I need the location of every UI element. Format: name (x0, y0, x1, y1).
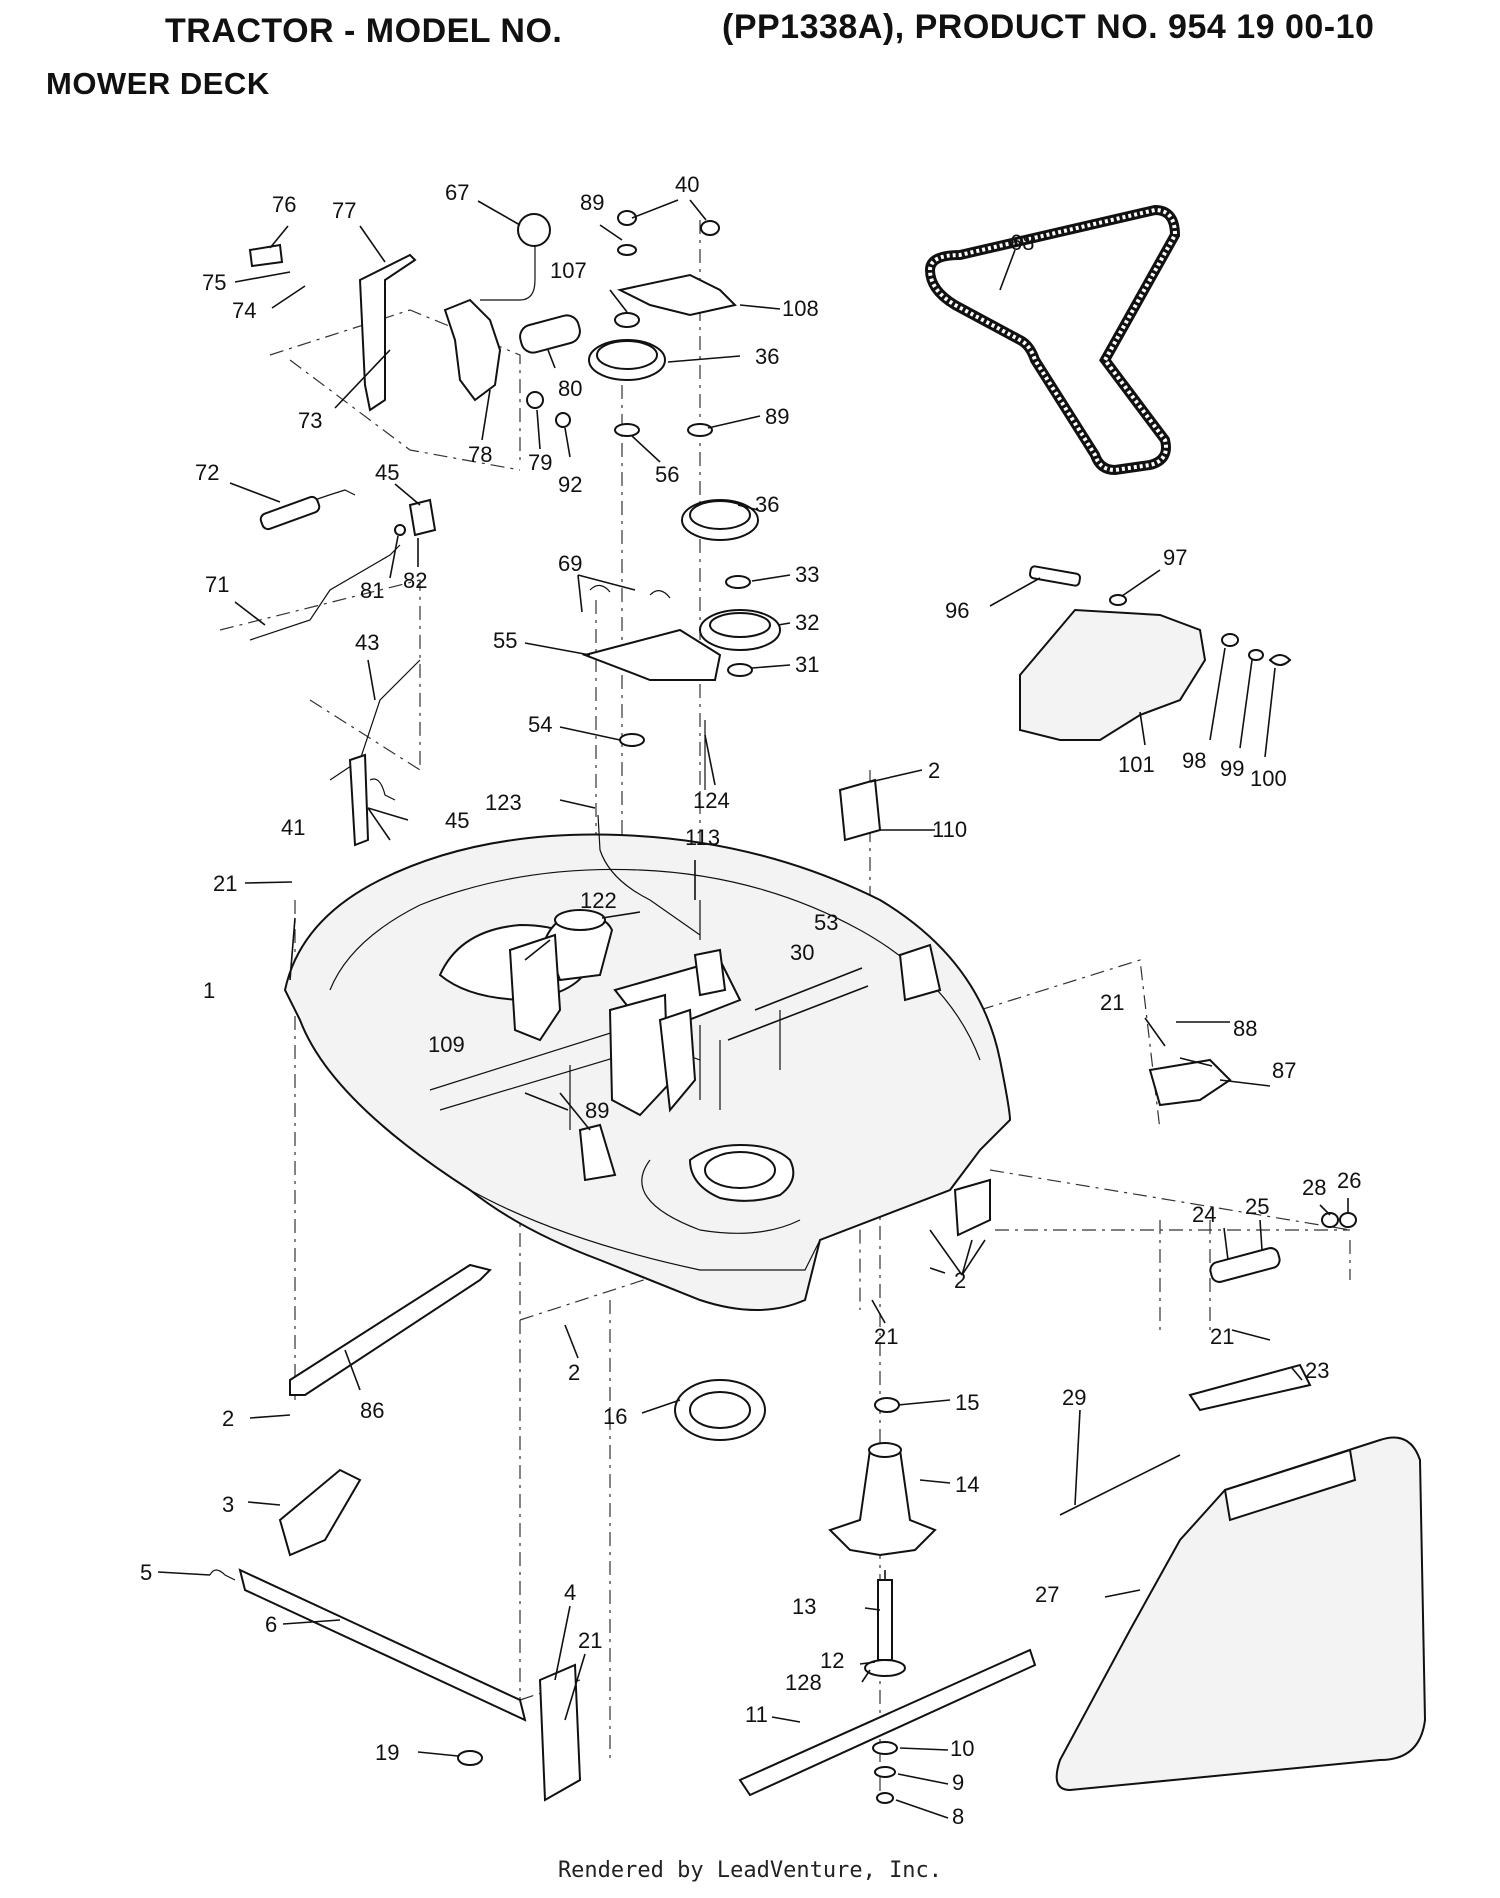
callout: 98 (1182, 748, 1206, 773)
callout: 16 (603, 1404, 627, 1429)
callout: 43 (355, 630, 379, 655)
callout: 100 (1250, 766, 1287, 791)
callout: 128 (785, 1670, 822, 1695)
discharge-parts (838, 565, 1427, 1792)
exploded-parts-diagram: 76 77 75 74 73 67 89 40 107 108 36 80 89… (140, 172, 1427, 1829)
callout: 108 (782, 296, 819, 321)
callout: 89 (585, 1098, 609, 1123)
callout: 79 (528, 450, 552, 475)
callout: 11 (745, 1702, 768, 1727)
callout: 87 (1272, 1058, 1296, 1083)
callout: 124 (693, 788, 730, 813)
callout: 72 (195, 460, 219, 485)
callout: 69 (558, 551, 582, 576)
callout: 33 (795, 562, 819, 587)
callout: 36 (755, 492, 779, 517)
callout: 123 (485, 790, 522, 815)
callout: 82 (403, 568, 427, 593)
callout: 2 (568, 1360, 580, 1385)
callout: 45 (445, 808, 469, 833)
callout: 9 (952, 1770, 964, 1795)
callout: 15 (955, 1390, 979, 1415)
callout: 73 (298, 408, 322, 433)
callout: 5 (140, 1560, 152, 1585)
callout: 81 (360, 578, 384, 603)
callout: 54 (528, 712, 552, 737)
callout: 26 (1337, 1168, 1361, 1193)
callout: 25 (1245, 1194, 1269, 1219)
callout: 55 (493, 628, 517, 653)
callout: 24 (1192, 1202, 1216, 1227)
callout: 30 (790, 940, 814, 965)
callout: 77 (332, 198, 356, 223)
callout: 71 (205, 572, 229, 597)
callout: 40 (675, 172, 699, 197)
callout: 14 (955, 1472, 979, 1497)
callout: 29 (1062, 1385, 1086, 1410)
callout: 2 (954, 1268, 966, 1293)
callout: 19 (375, 1740, 399, 1765)
callout: 21 (1210, 1324, 1234, 1349)
callout: 96 (945, 598, 969, 623)
header-title-left: TRACTOR - MODEL NO. (165, 12, 563, 50)
callout: 97 (1163, 545, 1187, 570)
callout: 74 (232, 298, 256, 323)
callout: 80 (558, 376, 582, 401)
callout: 10 (950, 1736, 974, 1761)
callout: 32 (795, 610, 819, 635)
callout: 99 (1220, 756, 1244, 781)
callout: 2 (928, 758, 940, 783)
callout: 21 (1100, 990, 1124, 1015)
lift-controls (248, 213, 581, 847)
callout: 76 (272, 192, 296, 217)
callout: 107 (550, 258, 587, 283)
blade-spindle (738, 1397, 1037, 1804)
callout: 75 (202, 270, 226, 295)
callout: 28 (1302, 1175, 1326, 1200)
callout: 113 (685, 825, 720, 850)
callout: 21 (578, 1628, 602, 1653)
callout: 23 (1305, 1358, 1329, 1383)
callout: 67 (445, 180, 469, 205)
callout: 6 (265, 1612, 277, 1637)
callout: 88 (1233, 1016, 1257, 1041)
callout: 78 (468, 442, 492, 467)
callout: 21 (874, 1324, 898, 1349)
callout: 109 (428, 1032, 465, 1057)
callout: 89 (765, 404, 789, 429)
part-callouts: 76 77 75 74 73 67 89 40 107 108 36 80 89… (140, 172, 1361, 1829)
callout: 41 (281, 815, 305, 840)
callout: 56 (655, 462, 679, 487)
header-title-right: (PP1338A), PRODUCT NO. 954 19 00-10 (722, 8, 1375, 46)
callout: 68 (1010, 230, 1034, 255)
lower-linkage (209, 1263, 766, 1802)
callout: 3 (222, 1492, 234, 1517)
callout: 36 (755, 344, 779, 369)
callout: 13 (792, 1594, 816, 1619)
callout: 1 (203, 978, 215, 1003)
callout: 45 (375, 460, 399, 485)
callout: 53 (814, 910, 838, 935)
pulley-stack (581, 210, 781, 997)
callout: 8 (952, 1804, 964, 1829)
callout: 110 (932, 817, 967, 842)
callout: 122 (580, 888, 617, 913)
mower-deck (283, 833, 1012, 1311)
callout: 27 (1035, 1582, 1059, 1607)
callout: 2 (222, 1406, 234, 1431)
drive-belt (924, 204, 1181, 476)
callout: 89 (580, 190, 604, 215)
callout: 86 (360, 1398, 384, 1423)
callout: 4 (564, 1580, 576, 1605)
leader-lines (157, 199, 1349, 1819)
section-title: MOWER DECK (46, 66, 270, 101)
callout: 92 (558, 472, 582, 497)
callout: 21 (213, 871, 237, 896)
callout: 12 (820, 1648, 844, 1673)
footer-credit: Rendered by LeadVenture, Inc. (557, 1858, 943, 1883)
callout: 31 (795, 652, 819, 677)
callout: 101 (1118, 752, 1155, 777)
